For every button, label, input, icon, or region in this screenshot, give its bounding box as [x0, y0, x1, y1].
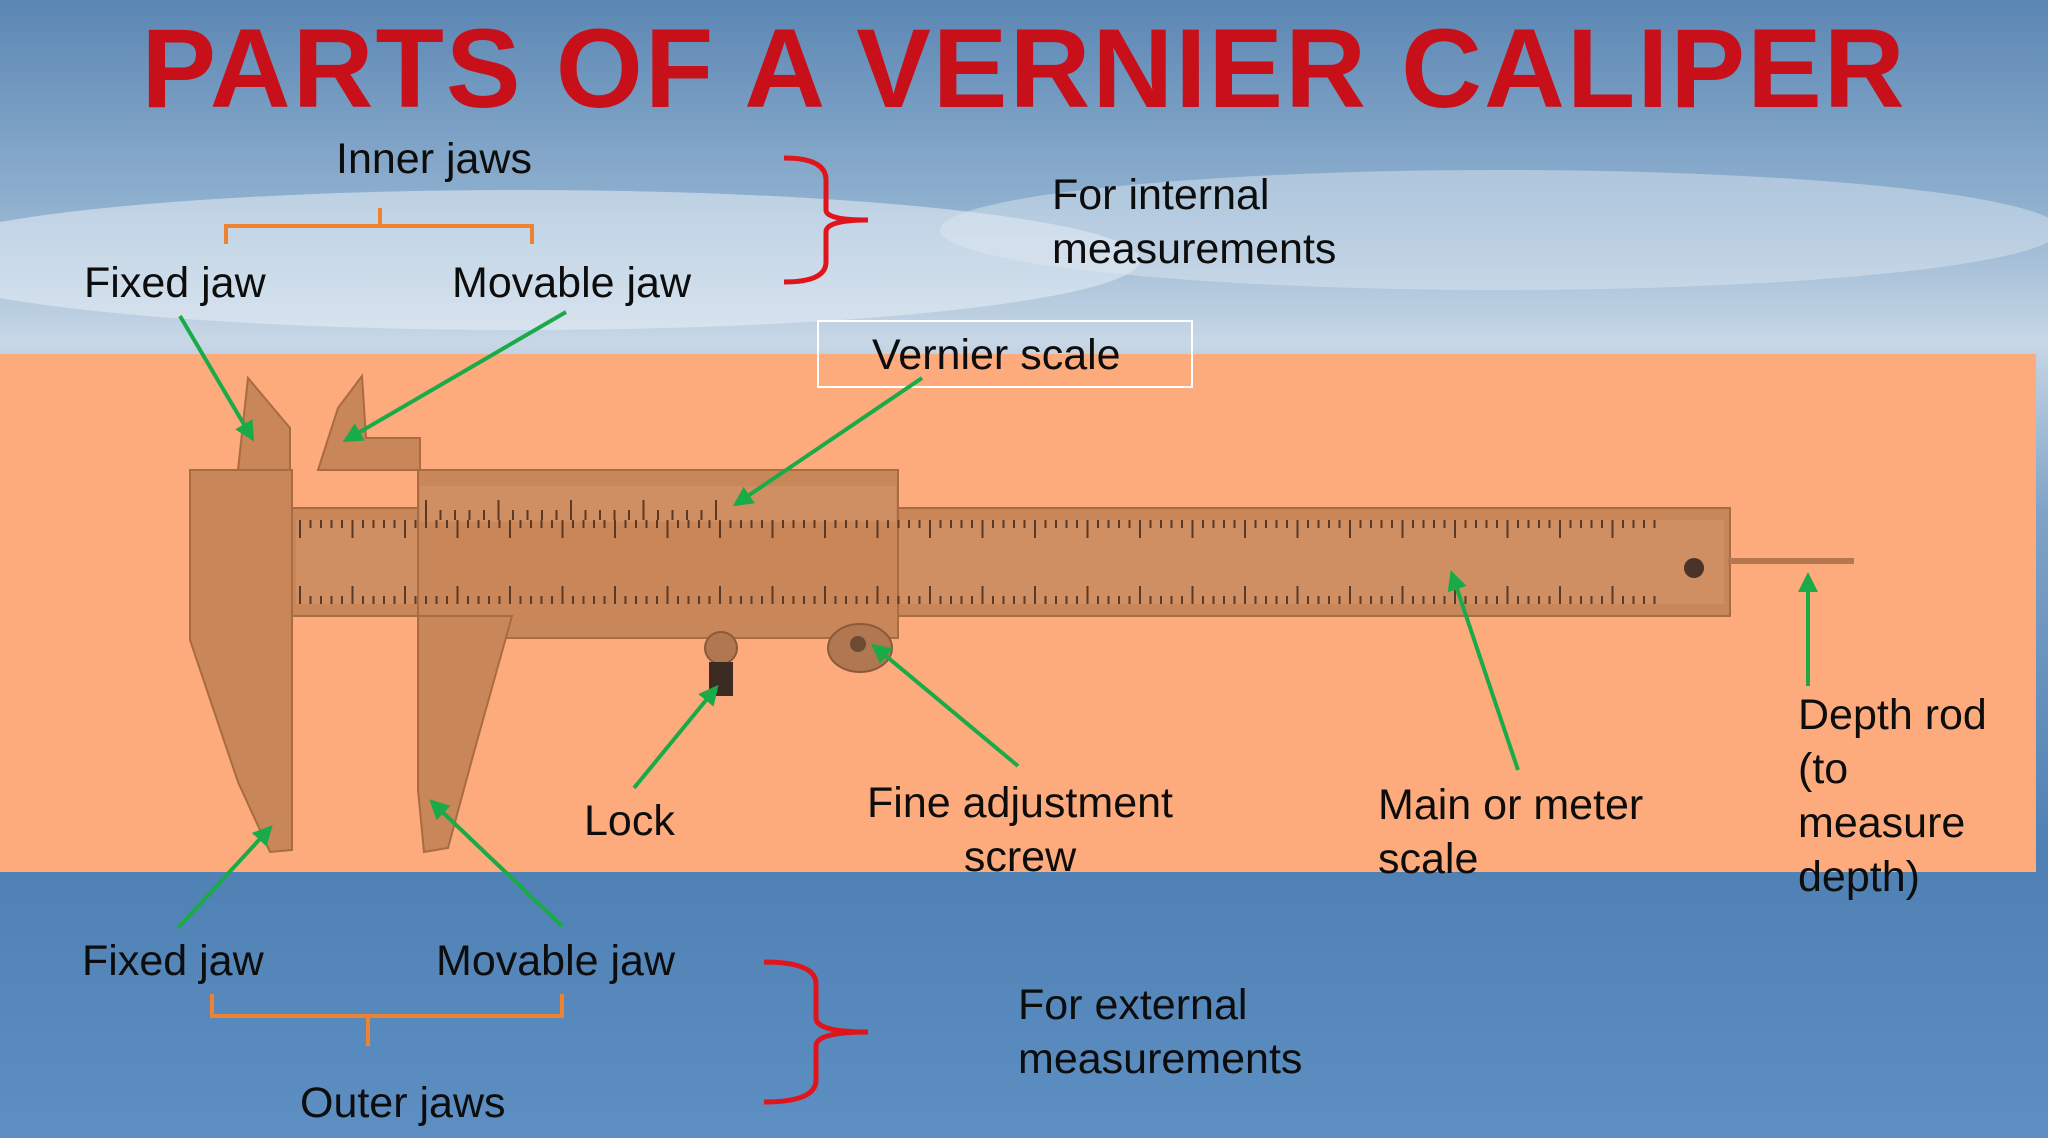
- fixed-outer-jaw-shape: [189, 469, 293, 854]
- movable-outer-jaw-shape: [417, 615, 514, 854]
- external-measurements-brace: [763, 959, 869, 1105]
- label-vernier-scale: Vernier scale: [872, 331, 1121, 379]
- vernier-scale-label-frame: [817, 320, 1193, 388]
- label-outer-movable-jaw: Movable jaw: [436, 937, 675, 985]
- vernier-scale-ticks: [425, 500, 717, 520]
- label-inner-movable-jaw: Movable jaw: [452, 259, 691, 307]
- caliper-illustration: [189, 373, 1854, 854]
- arrow-outer-fixed-jaw: [176, 825, 273, 930]
- arrow-inner-movable-jaw: [342, 310, 568, 443]
- main-scale-ticks: [299, 520, 1656, 538]
- arrow-lock: [632, 684, 719, 790]
- internal-measurements-brace: [783, 155, 869, 285]
- label-outer-jaws: Outer jaws: [300, 1079, 506, 1127]
- beam-end-hole: [1684, 558, 1704, 578]
- arrow-vernier-scale: [732, 376, 924, 507]
- label-external-line2: measurements: [1018, 1035, 1303, 1083]
- label-fine-adjustment-line1: Fine adjustment: [867, 779, 1173, 827]
- page-title: PARTS OF A VERNIER CALIPER: [141, 6, 1907, 131]
- label-depth-line4: depth): [1798, 853, 1920, 901]
- label-depth-line1: Depth rod: [1798, 691, 1987, 739]
- label-internal-line1: For internal: [1052, 171, 1270, 219]
- arrow-main-scale: [1447, 570, 1520, 771]
- label-main-scale-line1: Main or meter: [1378, 781, 1644, 829]
- label-depth-line2: (to: [1798, 745, 1849, 793]
- label-lock: Lock: [584, 797, 675, 845]
- lower-scale-ticks: [299, 586, 1656, 604]
- label-main-scale-line2: scale: [1378, 835, 1479, 883]
- lock-screw-head: [704, 631, 738, 665]
- fine-adjust-hub: [850, 636, 866, 652]
- arrow-fine-adjustment: [870, 643, 1020, 768]
- movable-inner-jaw-shape: [316, 373, 421, 471]
- label-outer-fixed-jaw: Fixed jaw: [82, 937, 264, 985]
- label-depth-line3: measure: [1798, 799, 1966, 847]
- inner-jaws-bracket: [224, 208, 534, 244]
- arrow-outer-movable-jaw: [429, 799, 564, 928]
- label-inner-fixed-jaw: Fixed jaw: [84, 259, 266, 307]
- arrow-inner-fixed-jaw: [178, 314, 255, 442]
- label-inner-jaws: Inner jaws: [336, 135, 532, 183]
- cloud-highlight: [940, 170, 2048, 290]
- depth-rod-shape: [1728, 558, 1854, 564]
- label-internal-line2: measurements: [1052, 225, 1337, 273]
- label-external-line1: For external: [1018, 981, 1248, 1029]
- fixed-inner-jaw-shape: [236, 375, 291, 471]
- label-fine-adjustment-line2: screw: [963, 833, 1077, 881]
- outer-jaws-bracket: [210, 994, 564, 1046]
